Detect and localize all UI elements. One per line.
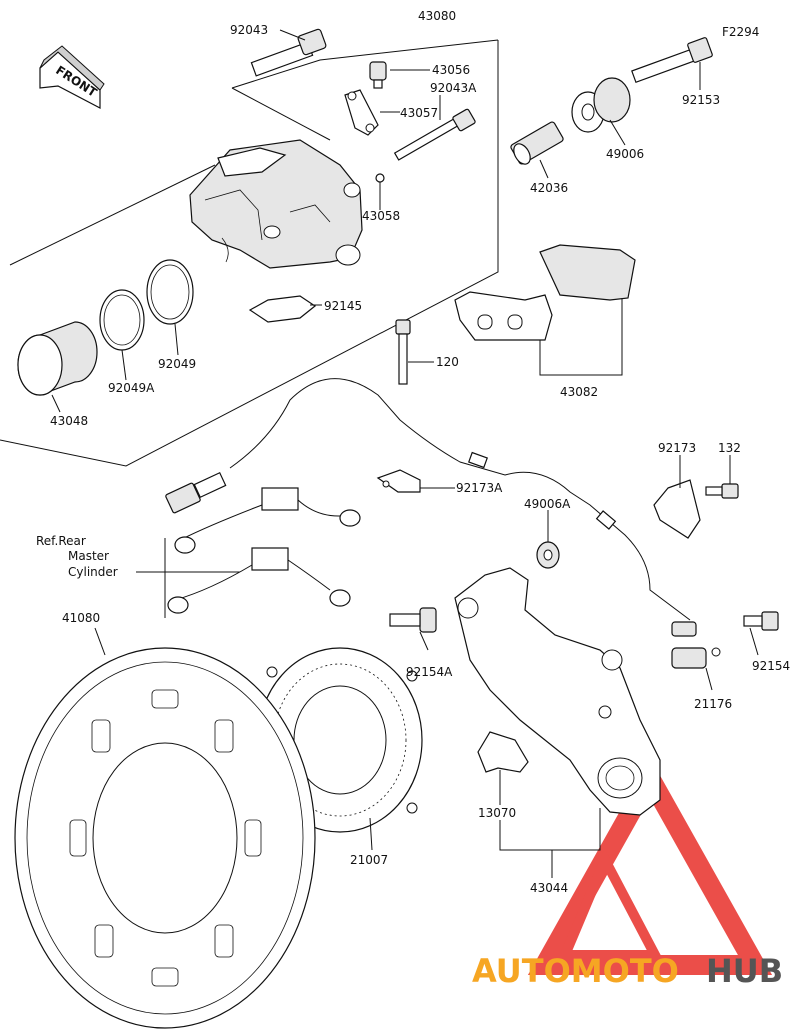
label-41080: 41080 [62, 611, 100, 625]
bolt-92154A [389, 607, 437, 633]
caliper-bracket-43044 [454, 567, 661, 816]
bolt-92154 [743, 611, 779, 631]
diagram-code: F2294 [722, 25, 759, 39]
brake-disc-41080 [14, 647, 316, 1029]
watermark-text-1: AUTOMOTO [472, 952, 679, 990]
label-43058: 43058 [362, 209, 400, 223]
ring-43058 [375, 173, 385, 183]
label-92145: 92145 [324, 299, 362, 313]
sleeve-42036 [510, 121, 564, 165]
label-120: 120 [436, 355, 459, 369]
ref-master-cylinder-hoses [164, 487, 361, 618]
bracket-92173 [653, 479, 701, 539]
label-49006A: 49006A [524, 497, 571, 511]
label-92154A: 92154A [406, 665, 453, 679]
clip-92145 [248, 295, 317, 323]
ref-note-line1: Ref.Rear [36, 534, 86, 548]
watermark-text-2: HUB [706, 952, 783, 990]
label-49006: 49006 [606, 147, 644, 161]
label-21007: 21007 [350, 853, 388, 867]
label-92049A: 92049A [108, 381, 155, 395]
boot-49006 [571, 77, 631, 133]
label-92173A: 92173A [456, 481, 503, 495]
clamp-92173A [376, 469, 421, 493]
label-43048: 43048 [50, 414, 88, 428]
piston-43048 [17, 321, 98, 396]
label-92154: 92154 [752, 659, 790, 673]
bolt-132 [705, 483, 739, 499]
front-arrow-icon: FRONT [39, 45, 105, 109]
label-92173: 92173 [658, 441, 696, 455]
bolt-92153 [631, 37, 713, 84]
ref-note-line3: Cylinder [68, 565, 118, 579]
caliper-body [189, 139, 363, 269]
cap-43057 [344, 89, 379, 136]
leader-lines [51, 29, 759, 878]
caliper-assembly-frame [0, 40, 499, 467]
label-43056: 43056 [432, 63, 470, 77]
sensor-connector [165, 471, 227, 514]
label-43044: 43044 [530, 881, 568, 895]
bleeder-43056 [369, 61, 387, 89]
label-42036: 42036 [530, 181, 568, 195]
label-43057: 43057 [400, 106, 438, 120]
seal-92049A [99, 289, 145, 351]
slide-pin-92043 [250, 28, 327, 77]
label-92153: 92153 [682, 93, 720, 107]
label-92043A: 92043A [430, 81, 477, 95]
label-43082: 43082 [560, 385, 598, 399]
label-92043: 92043 [230, 23, 268, 37]
automotohub-logo [527, 757, 773, 975]
pad-outer [539, 244, 636, 301]
label-92049: 92049 [158, 357, 196, 371]
label-132: 132 [718, 441, 741, 455]
label-43080: 43080 [418, 9, 456, 23]
sensor-wire [229, 378, 691, 621]
label-13070: 13070 [478, 806, 516, 820]
seal-92049 [146, 259, 194, 325]
bolt-120 [395, 319, 411, 385]
ref-note-line2: Master [68, 549, 109, 563]
pad-spring-13070 [477, 731, 529, 773]
pin-92043A [393, 108, 476, 161]
pad-inner [454, 291, 553, 341]
label-21176: 21176 [694, 697, 732, 711]
abs-sensor-21176 [671, 647, 721, 669]
